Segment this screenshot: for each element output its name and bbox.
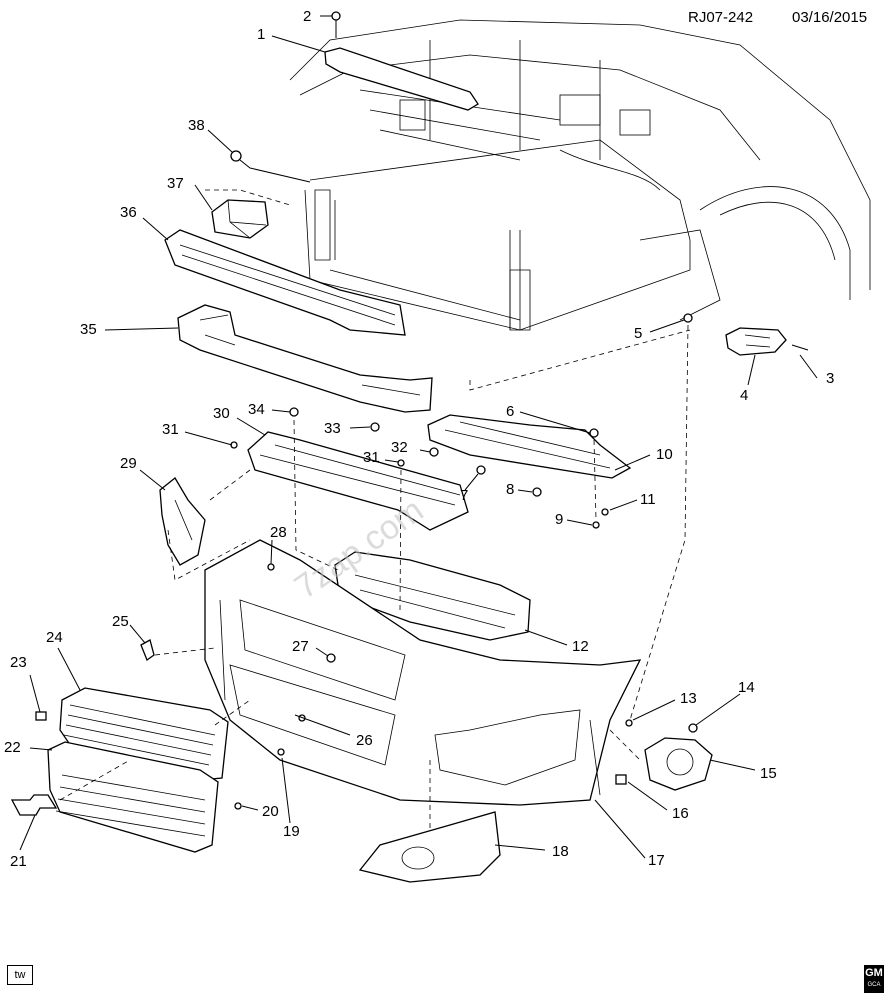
callout-19: 19	[283, 823, 300, 840]
callout-7: 7	[460, 487, 468, 504]
callout-31a: 31	[162, 421, 179, 438]
callout-20: 20	[262, 803, 279, 820]
callout-31b: 31	[363, 449, 380, 466]
callout-9: 9	[555, 511, 563, 528]
callout-17: 17	[648, 852, 665, 869]
part-30-air-baffle	[247, 431, 469, 531]
callout-5: 5	[634, 325, 642, 342]
callout-34: 34	[248, 401, 265, 418]
callout-11: 11	[640, 491, 656, 508]
part-37-bracket	[211, 199, 269, 239]
callout-labels: 1 2 3 4 5 6 7 8 9 10 11 12 13 14 15 16 1…	[4, 8, 834, 870]
diagram-code: RJ07-242	[688, 9, 753, 26]
callout-22: 22	[4, 739, 21, 756]
part-35-energy-absorber	[177, 304, 433, 413]
callout-14: 14	[738, 679, 755, 696]
callout-33: 33	[324, 420, 341, 437]
callout-24: 24	[46, 629, 63, 646]
callout-28: 28	[270, 524, 287, 541]
callout-21: 21	[10, 853, 27, 870]
callout-18: 18	[552, 843, 569, 860]
part-4-side-bracket	[725, 327, 787, 356]
part-10-lower-deflector	[427, 414, 632, 479]
callout-2: 2	[303, 8, 311, 25]
part-21-emblem	[10, 794, 58, 816]
part-2-push-pin	[331, 11, 341, 38]
leader-lines	[19, 15, 818, 859]
alignment-lines	[59, 324, 691, 830]
callout-37: 37	[167, 175, 184, 192]
callout-25: 25	[112, 613, 129, 630]
callout-8: 8	[506, 481, 514, 498]
gm-logo-text: GM	[865, 967, 883, 979]
callout-10: 10	[656, 446, 673, 463]
callout-15: 15	[760, 765, 777, 782]
callout-16: 16	[672, 805, 689, 822]
callout-36: 36	[120, 204, 137, 221]
part-25-clip	[140, 639, 155, 662]
callout-3: 3	[826, 370, 834, 387]
part-18-fog-bezel	[358, 811, 501, 883]
callout-29: 29	[120, 455, 137, 472]
callout-27: 27	[292, 638, 309, 655]
gm-logo-sub: GCA	[867, 982, 881, 988]
callout-30: 30	[213, 405, 230, 422]
callout-1: 1	[257, 26, 265, 43]
fasteners	[230, 313, 698, 810]
part-38-bolt	[230, 150, 251, 169]
part-1-upper-tie-bar	[324, 47, 479, 111]
callout-4: 4	[740, 387, 748, 404]
callout-38: 38	[188, 117, 205, 134]
part-16-connector	[615, 774, 627, 785]
diagram-date: 03/16/2015	[792, 9, 867, 26]
callout-26: 26	[356, 732, 373, 749]
part-22-lower-grille	[47, 741, 219, 853]
callout-6: 6	[506, 403, 514, 420]
callout-13: 13	[680, 690, 697, 707]
gm-logo: GM GCA	[864, 965, 884, 993]
part-29-fog-bracket	[159, 477, 206, 566]
part-15-fog-lamp	[644, 737, 713, 791]
callout-32: 32	[391, 439, 408, 456]
callout-12: 12	[572, 638, 589, 655]
callout-23: 23	[10, 654, 27, 671]
vehicle-body-structure	[289, 19, 871, 331]
part-17-bumper-fascia	[204, 539, 642, 806]
callout-35: 35	[80, 321, 97, 338]
part-23-clip	[35, 711, 47, 721]
tw-label: tw	[7, 965, 33, 985]
